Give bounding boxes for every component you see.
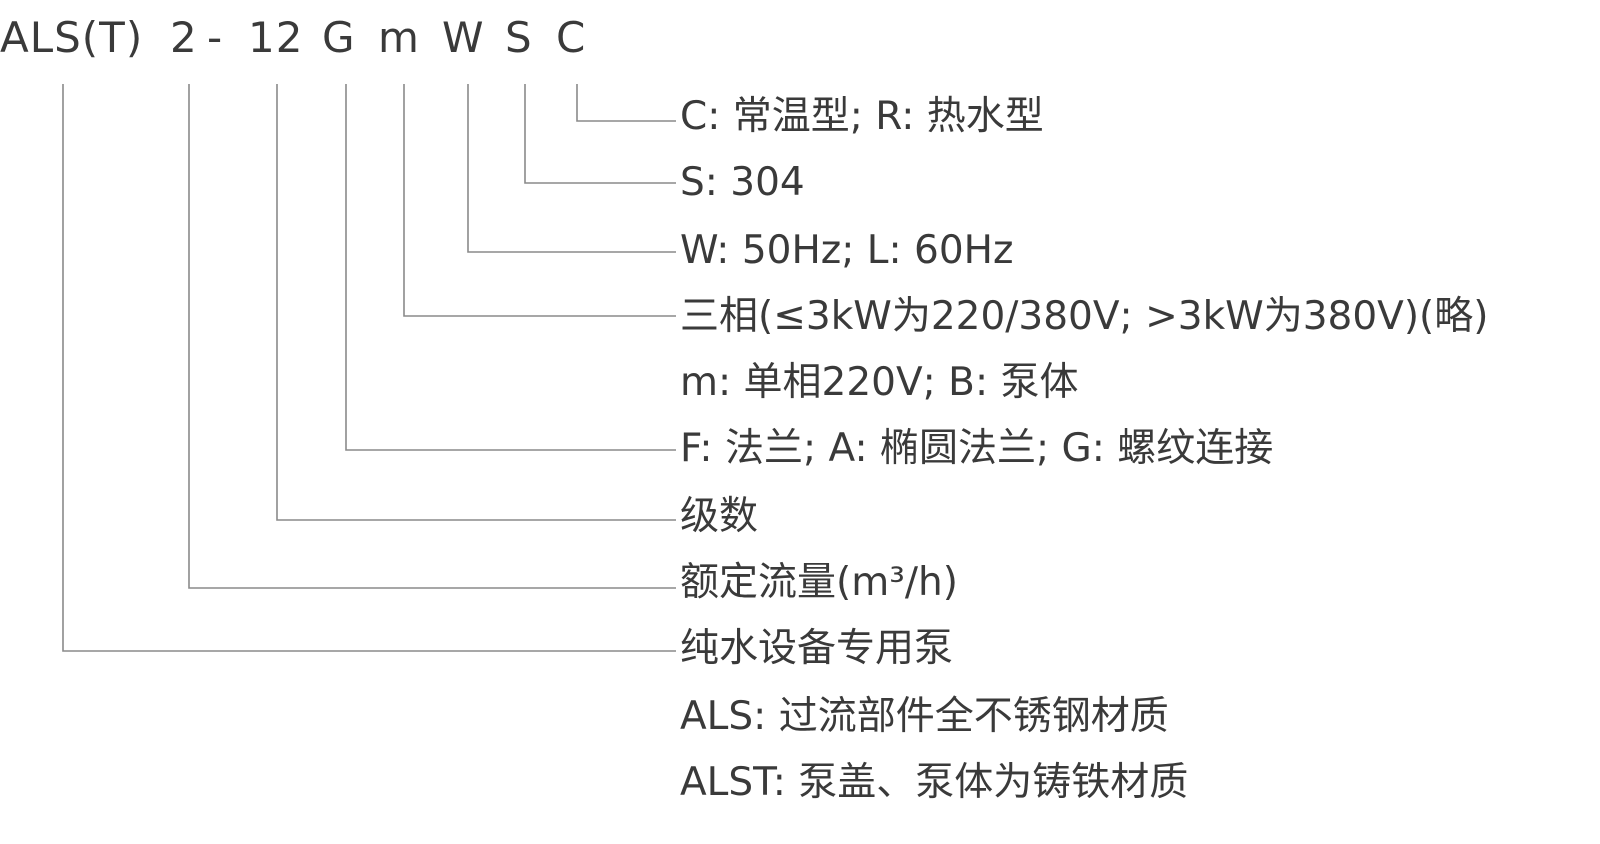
desc-connection: F: 法兰; A: 椭圆法兰; G: 螺纹连接: [680, 426, 1274, 471]
desc-frequency: W: 50Hz; L: 60Hz: [680, 228, 1014, 273]
desc-phase-single: m: 单相220V; B: 泵体: [680, 360, 1079, 405]
leader-line-series: [62, 84, 676, 652]
code-dash: -: [207, 13, 224, 62]
leader-line-stages: [276, 84, 676, 521]
desc-flow: 额定流量(m³/h): [680, 560, 958, 605]
leader-line-flow: [188, 84, 676, 589]
desc-phase-three: 三相(≤3kW为220/380V; >3kW为380V)(略): [680, 294, 1489, 339]
leader-line-temperature: [576, 84, 676, 122]
code-stages: 12: [248, 13, 304, 62]
code-series: ALS(T): [0, 13, 144, 62]
leader-line-connection: [345, 84, 676, 451]
desc-series-als: ALS: 过流部件全不锈钢材质: [680, 694, 1169, 739]
desc-material: S: 304: [680, 160, 805, 205]
desc-stages: 级数: [680, 494, 759, 539]
leader-line-material: [524, 84, 676, 184]
leader-line-phase: [403, 84, 676, 317]
desc-series-alst: ALST: 泵盖、泵体为铸铁材质: [680, 760, 1189, 805]
code-frequency: W: [442, 13, 485, 62]
code-connection: G: [322, 13, 356, 62]
code-material: S: [505, 13, 533, 62]
leader-line-frequency: [467, 84, 676, 253]
desc-temperature: C: 常温型; R: 热水型: [680, 94, 1044, 139]
code-phase: m: [378, 13, 420, 62]
code-temperature: C: [556, 13, 587, 62]
code-flow: 2: [170, 13, 198, 62]
desc-series: 纯水设备专用泵: [680, 626, 954, 671]
